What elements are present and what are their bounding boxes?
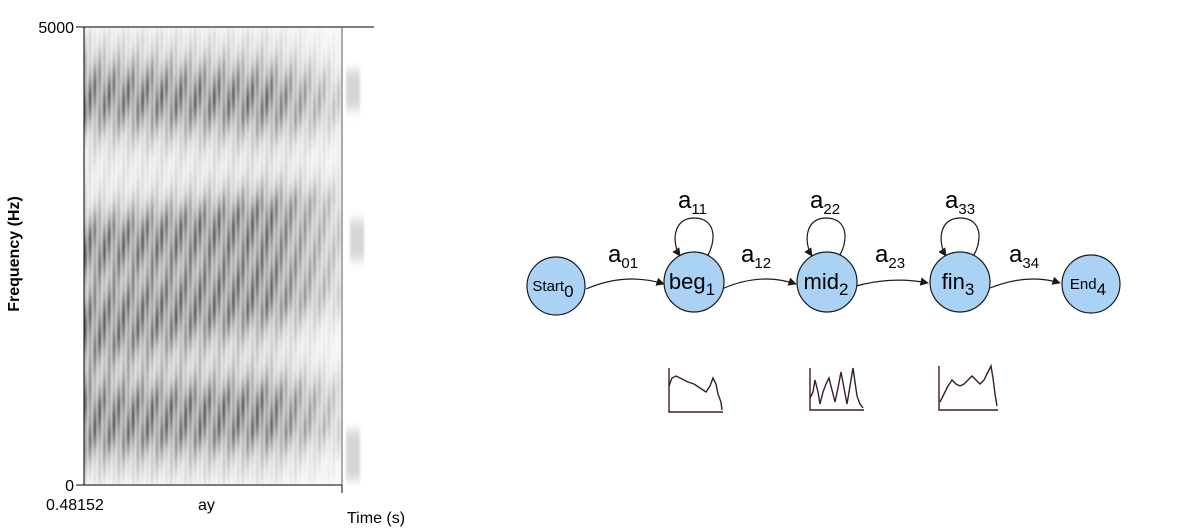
state-mid: mid2: [796, 251, 858, 313]
spectrogram: 5000 0 0.48152 ay Time (s) Frequency (Hz…: [6, 20, 405, 527]
x-start-label: 0.48152: [46, 497, 104, 514]
state-subscript: 0: [564, 282, 573, 301]
state-fin: fin3: [929, 251, 991, 313]
state-label: End: [1070, 276, 1097, 293]
y-max-label: 5000: [38, 20, 74, 37]
svg-text:beg1: beg1: [669, 269, 715, 299]
self-loop-beg: [672, 217, 714, 259]
state-subscript: 4: [1097, 280, 1106, 299]
transition-label-23: a23: [875, 241, 905, 272]
state-label: fin: [942, 269, 965, 294]
y-min-label: 0: [65, 478, 74, 495]
self-loop-mid: [804, 217, 846, 259]
transition-mid-fin: [855, 277, 929, 287]
svg-text:mid2: mid2: [804, 269, 849, 299]
transition-label-01: a01: [608, 241, 638, 272]
transition-label-12: a12: [741, 241, 771, 272]
state-beg: beg1: [663, 251, 725, 313]
transition-label-34: a34: [1009, 241, 1039, 272]
y-axis-label: Frequency (Hz): [6, 196, 23, 312]
self-loop-label-33: a33: [945, 187, 975, 218]
svg-text:End4: End4: [1070, 276, 1106, 299]
emission-distribution-fin: [938, 363, 998, 411]
state-end: End4: [1061, 254, 1121, 314]
svg-text:fin3: fin3: [942, 269, 975, 299]
x-axis-label: Time (s): [347, 510, 405, 527]
state-subscript: 2: [839, 280, 848, 299]
state-label: mid: [804, 269, 839, 294]
segment-label: ay: [198, 497, 215, 514]
state-start: Start0: [526, 256, 586, 316]
self-loop-fin: [938, 217, 980, 259]
state-label: beg: [669, 269, 706, 294]
transition-beg-mid: [721, 277, 797, 290]
state-subscript: 1: [706, 280, 715, 299]
emission-distribution-mid: [809, 367, 864, 411]
self-loop-label-22: a22: [810, 187, 840, 218]
state-subscript: 3: [965, 280, 974, 299]
hmm-diagram: Start0 beg1 mid2 fin3 End4 a01 a12 a23 a…: [526, 187, 1121, 413]
spectrogram-image: [84, 27, 340, 485]
transition-start-beg: [585, 277, 665, 290]
state-label: Start: [532, 278, 565, 295]
transition-fin-end: [989, 276, 1061, 289]
svg-text:Start0: Start0: [532, 278, 573, 301]
spectrogram-tail: [346, 70, 364, 480]
self-loop-label-11: a11: [678, 187, 707, 218]
emission-distribution-beg: [668, 368, 723, 413]
